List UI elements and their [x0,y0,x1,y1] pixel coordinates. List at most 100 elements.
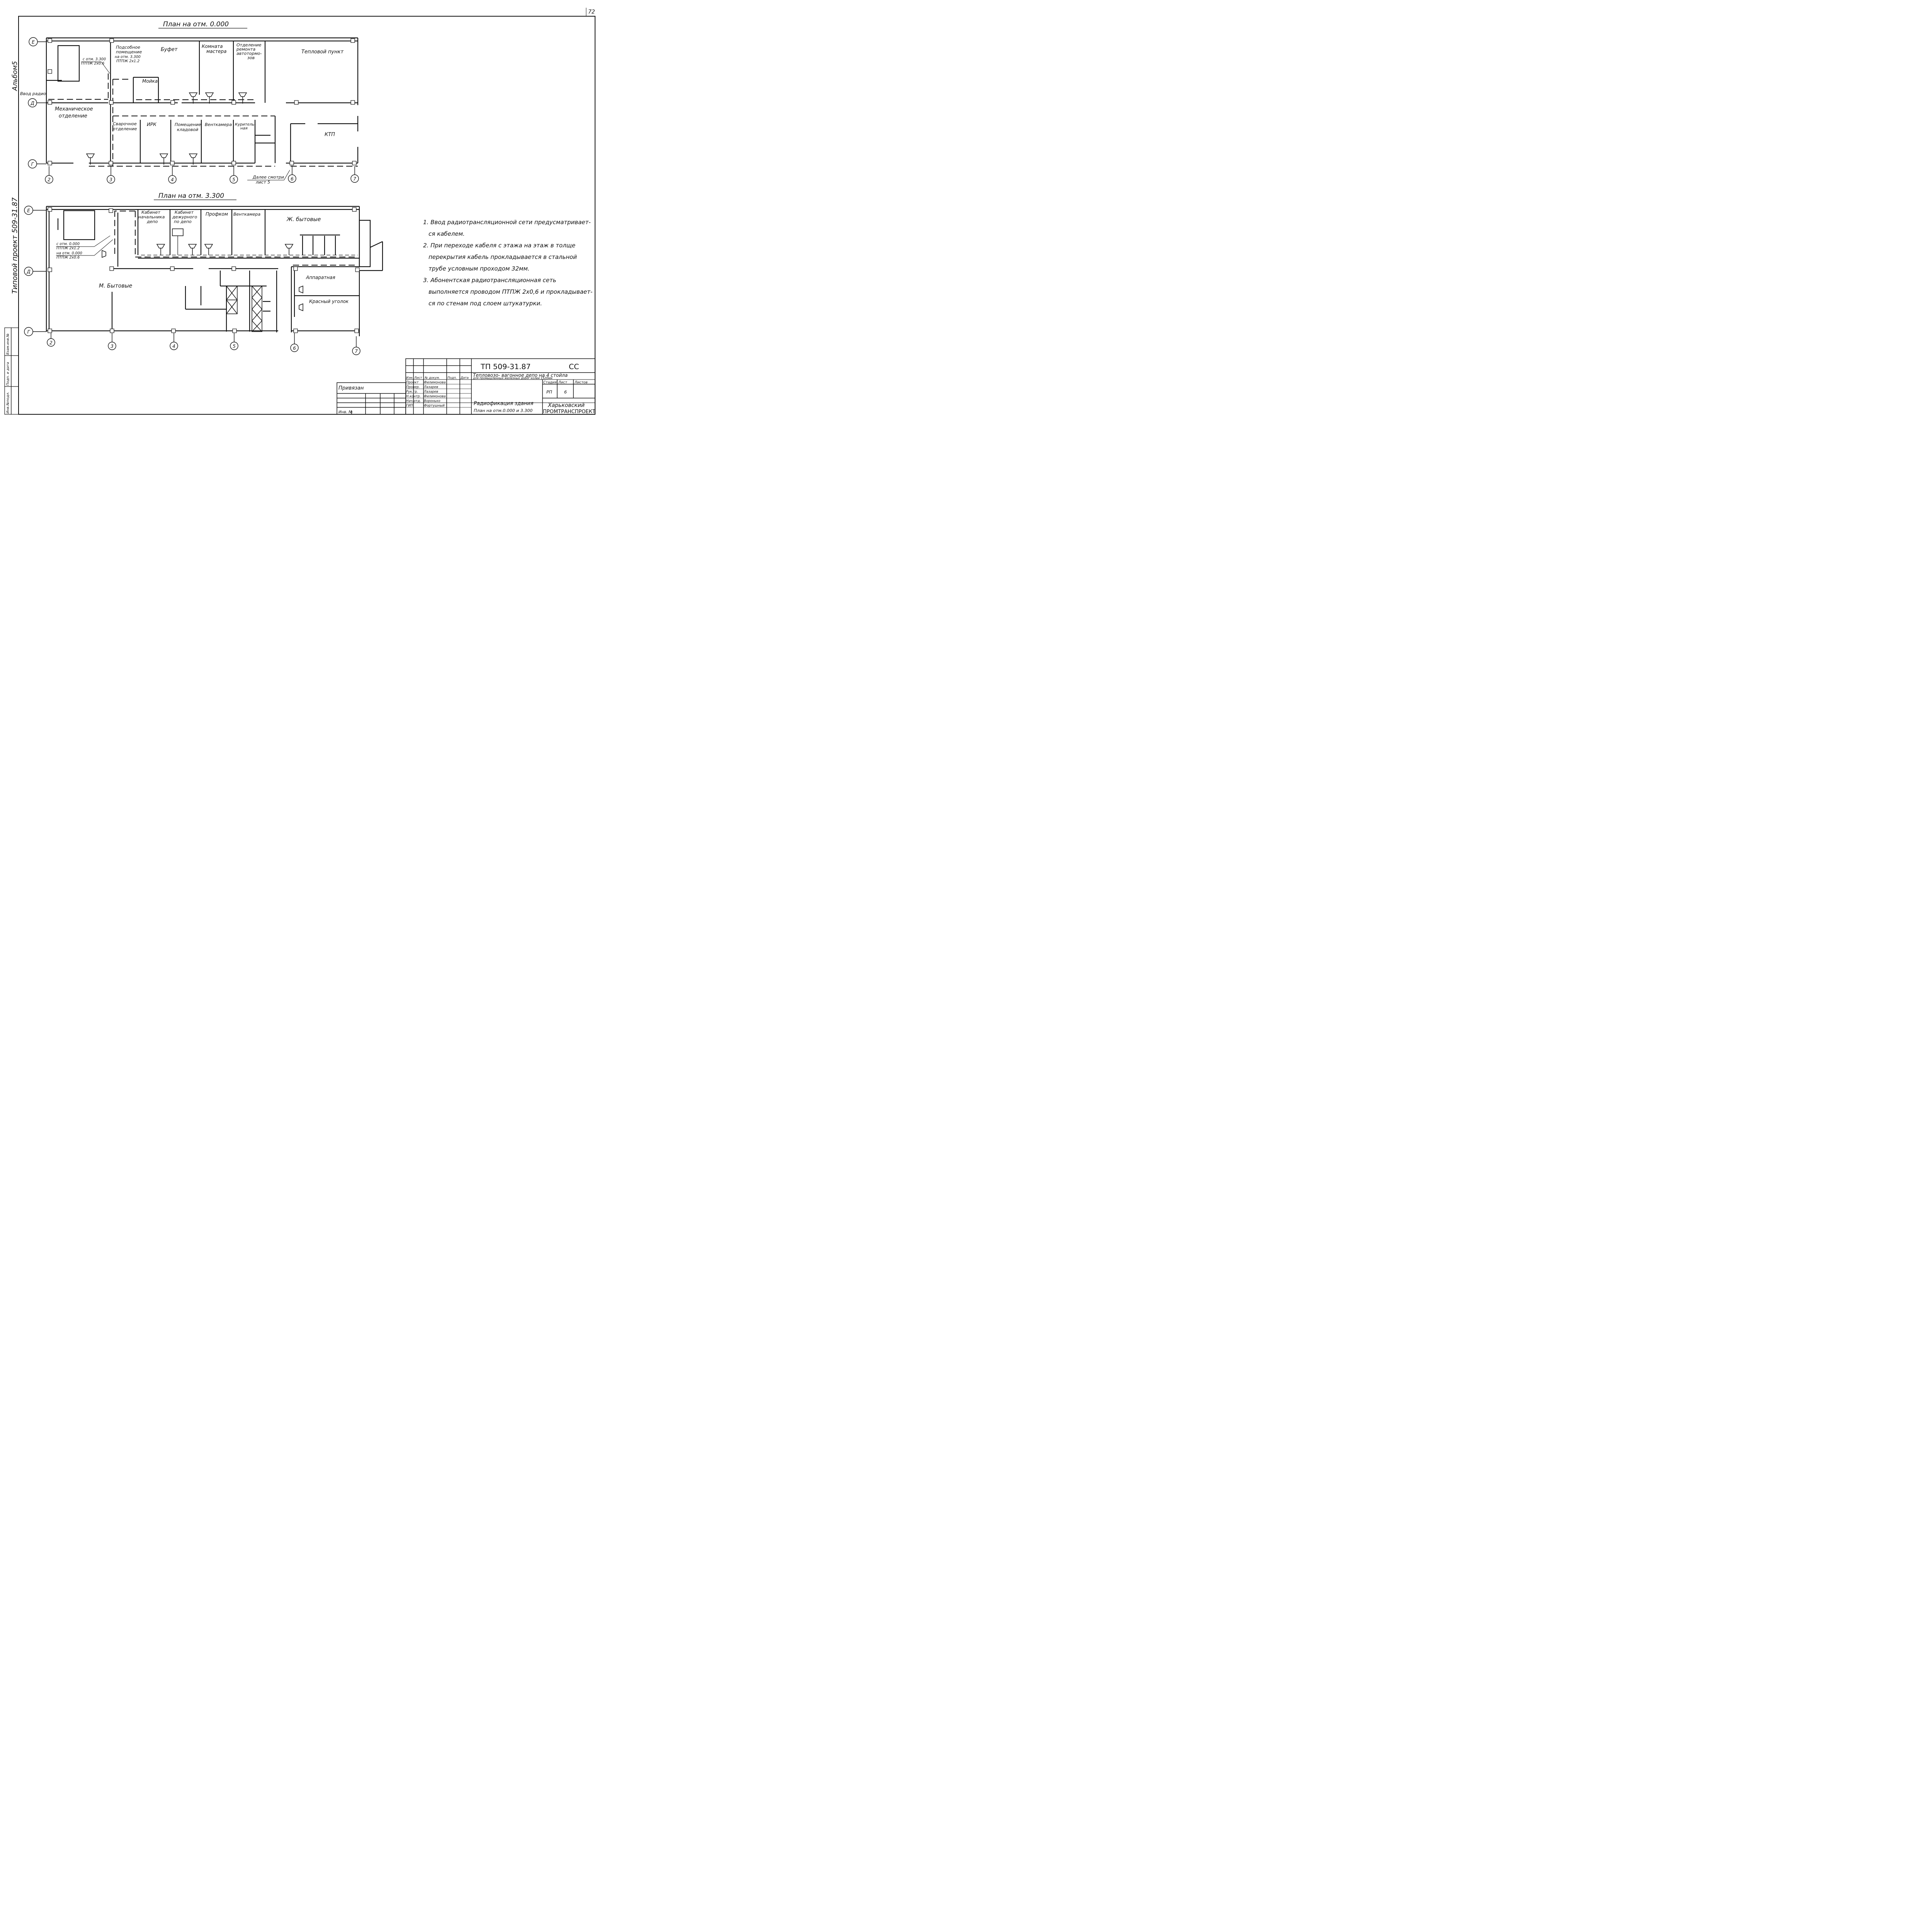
left-stamp-sign: Подп. и дата [6,362,10,386]
room-ventkamera-1: Венткамера [205,122,232,127]
role-proekt: Проект [406,381,419,385]
plan2-shafts [226,286,262,332]
name-nkontr: Филимонова [424,395,446,398]
name-prover: Лазарев [423,385,438,389]
room-apparatnaya: Аппаратная [306,275,335,280]
room-krasny: Красный уголок [309,299,349,304]
name-proekt: Филимонова [424,381,446,385]
room-mekh-1: Механическое [55,106,93,112]
plan1-axes [28,37,359,184]
name-nachotd: Воронько [424,399,440,403]
page-number: 72 [588,9,595,15]
room-profkom: Профком [206,211,228,217]
plan2-axis-4: 4 [172,344,175,349]
col-list: Лист [414,376,422,380]
name-rukgr: Лазарев [423,390,438,394]
room-kab-nach-1: Кабинет [141,210,160,215]
project-label: Типовой проект 509-31.87 [11,197,19,294]
room-komnata-1: Комната [202,44,223,49]
plan2-cable [114,211,358,266]
room-bufet: Буфет [161,47,178,53]
org-city: Харьковский [548,402,585,409]
room-podsobnoe-4: ПТПЖ 2х1.2 [116,59,139,63]
room-moyka: Мойка [142,78,158,84]
stair-note-1: с отм. 3.300 [83,57,106,61]
note-line: выполняется проводом ПТПЖ 2х0,6 и прокла… [429,288,593,295]
plan1-columns [48,38,357,165]
room-ventkamera-2: Венткамера [233,212,260,217]
role-gip: ГИП [406,404,413,408]
radio-input: Ввод радио [20,91,46,96]
sheet-frame [18,8,595,415]
drawing-sheet: 72 Альбом5 Типовой проект 509-31.87 Инв.… [4,8,595,415]
room-kuritel-1: Куритель- [235,123,256,127]
general-notes: 1. Ввод радиотрансляционной сети предусм… [423,216,595,309]
drawing-title-2: План на отм.0.000 и 3.300 [474,408,532,413]
room-kladovoy-2: кладовой [177,127,198,132]
left-stamp-vzam: Взам.инв.№ [6,334,10,355]
room-remont-3: автотормо- [236,51,262,56]
role-prover: Провер. [406,385,420,389]
title-block [337,358,595,415]
further-note-2: лист 5 [255,180,270,185]
plan2-speakers [102,244,303,312]
plan1-axis-5: 5 [232,177,235,182]
room-remont-4: зов [247,55,255,60]
room-podsobnoe-2: помещение [116,49,142,54]
plan2-axis-g: Г [27,329,31,335]
plan1-axis-g: Г [31,162,34,167]
plan2-axis-6: 6 [293,346,296,351]
room-kab-dezh-1: Кабинет [175,210,194,215]
plan1-speakers [86,92,247,165]
stair2-note-2: ПТПЖ 2х1.2 [56,246,80,250]
plan2-title: План на отм. 3.300 [158,192,224,200]
room-m-bytovye: М. Бытовые [99,283,132,289]
plan1-walls [46,37,359,164]
room-ktp: КТП [325,132,335,138]
org-name: ПРОМТРАНСПРОЕКТ [543,409,595,415]
room-podsobnoe-1: Подсобное [116,45,140,50]
room-remont-2: ремонта [236,47,255,52]
note-line: перекрытия кабель прокладывается в сталь… [429,254,577,260]
left-stamp [4,327,19,415]
plan2-axis-d: Д [26,269,30,274]
plan1-axis-d: Д [30,100,34,106]
room-komnata-2: мастера [206,49,226,54]
drawing-title-1: Радиофикация здания [474,401,534,407]
plan1-axis-2: 2 [48,177,51,182]
room-svarochnoe-1: Сварочное [113,121,137,126]
plan2-axis-5: 5 [233,344,236,349]
room-kladovoy-1: Помещение [175,122,201,127]
stage-value: РП [546,390,552,395]
col-podp: Подп. [447,376,457,380]
room-zh-bytovye: Ж. бытовые [286,216,321,223]
further-note-1: Далее смотри [252,175,284,180]
stair2-note-1: с отм. 0.000 [56,242,80,246]
room-mekh-2: отделение [59,113,87,119]
col-dokum: № докум. [424,376,440,380]
plan1-axis-7: 7 [353,176,356,182]
sheet-value: 6 [564,390,567,395]
note-line: 3. Абонентская радиотрансляционная сеть [423,277,556,284]
stage-header: Стадия [543,381,557,385]
room-kab-nach-3: депо [146,219,158,224]
plan2-axis-2: 2 [49,340,53,346]
sheets-header: Листов [574,381,588,385]
plan1-title: План на отм. 0.000 [163,20,229,28]
plan1-cable [48,73,358,167]
room-irk: ИРК [147,122,156,127]
plan2-axes [24,206,361,355]
room-remont-1: Отделение [236,43,262,48]
role-nkontr: Н.контр. [406,395,421,398]
room-teplovoy: Тепловой пункт [301,49,344,55]
privyazan-label: Привязан [338,385,364,391]
stair2-note-4: ПТПЖ 2х0.6 [56,255,80,260]
plan1-axis-3: 3 [109,177,112,182]
room-kab-dezh-3: по депо [174,219,192,224]
note-line: ся по стенам под слоем штукатурки. [429,300,542,307]
plan2-columns [48,207,360,333]
stair-note-2: ПТПЖ 2х0.6 [81,61,104,66]
room-kuritel-2: ная [240,126,248,131]
plan2-axis-3: 3 [111,344,114,349]
note-line: 2. При переходе кабеля с этажа на этаж в… [423,242,576,249]
